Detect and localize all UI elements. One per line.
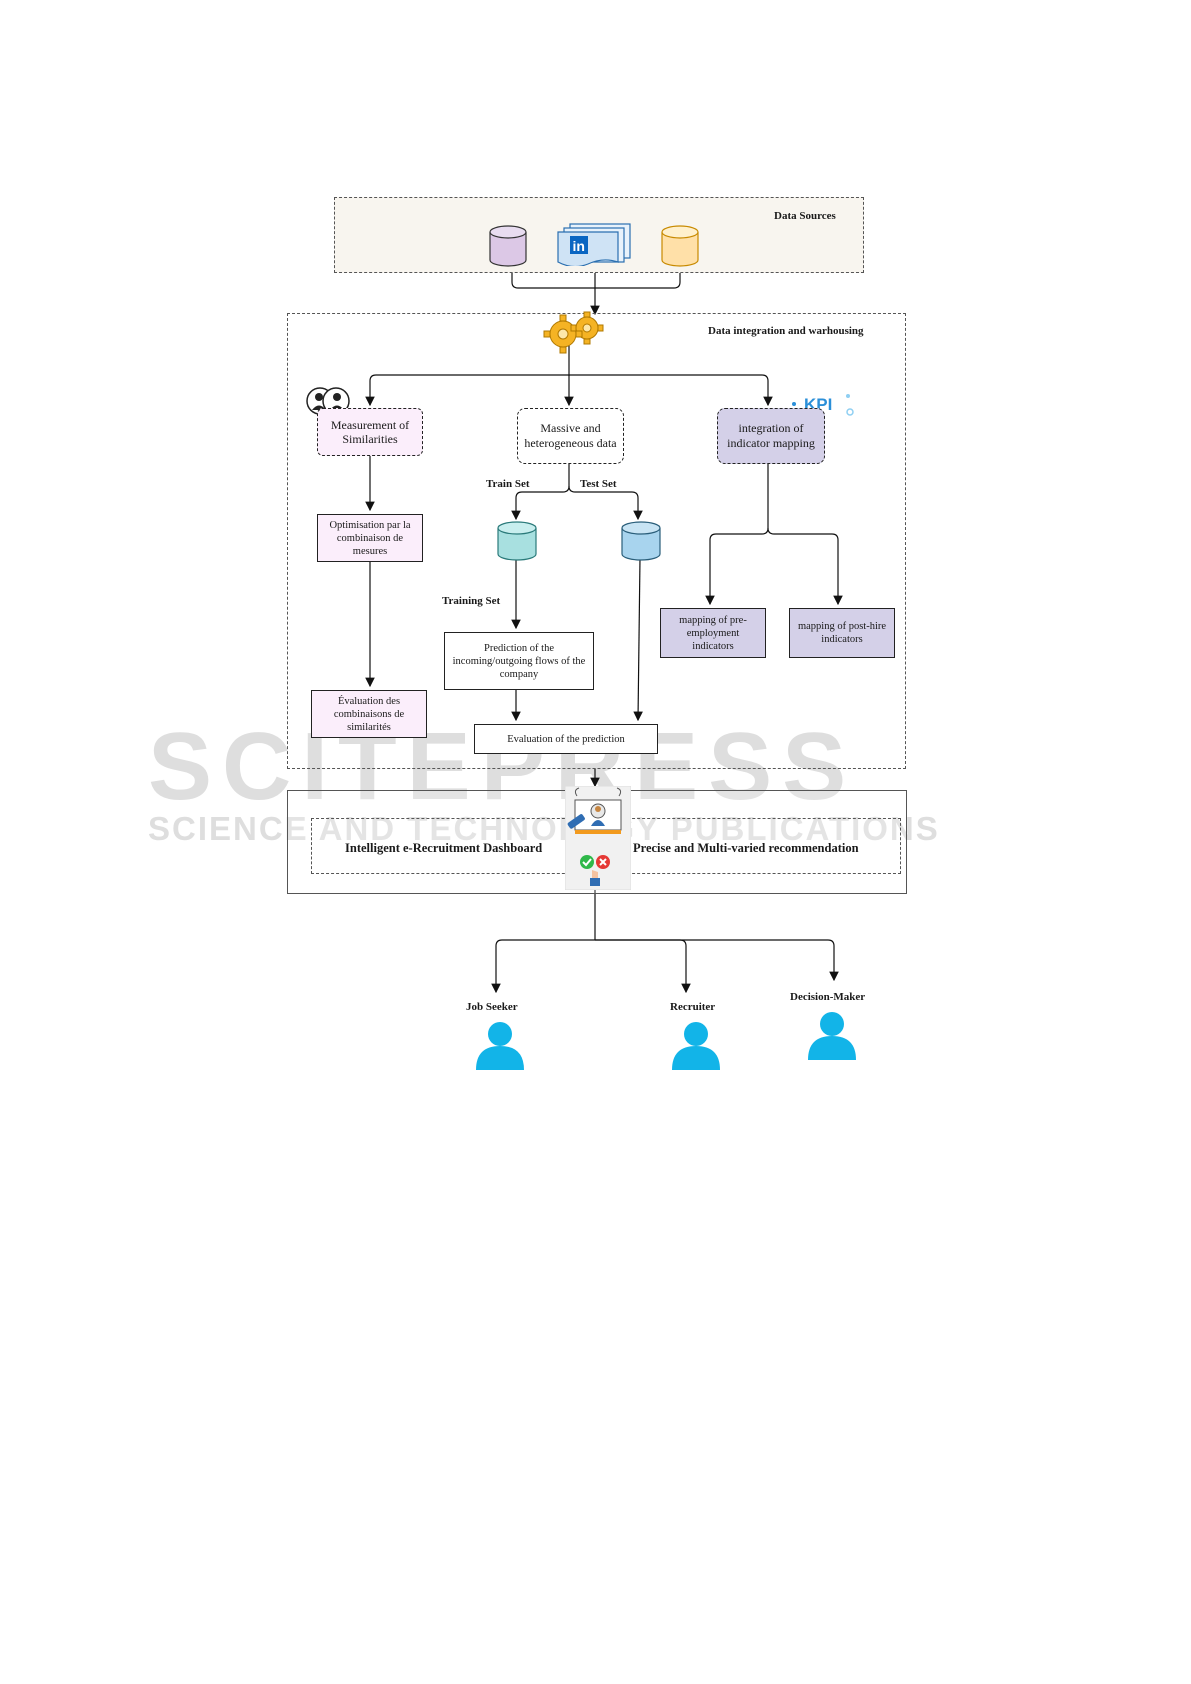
data-integration-panel: [287, 313, 906, 769]
data-sources-title: Data Sources: [774, 210, 836, 222]
prediction-box: Prediction of the incoming/outgoing flow…: [444, 632, 594, 690]
user-icon: [808, 1012, 856, 1060]
integration-indicator-mapping-box: integration of indicator mapping: [717, 408, 825, 464]
watermark-sub: SCIENCE AND TECHNOLOGY PUBLICATIONS: [148, 810, 940, 847]
optimisation-box: Optimisation par la combinaison de mesur…: [317, 514, 423, 562]
train-database-icon: [497, 521, 537, 561]
train-set-label: Train Set: [486, 478, 530, 490]
svg-text:in: in: [573, 238, 585, 254]
dashboard-right-label: Precise and Multi-varied recommendation: [633, 841, 859, 855]
training-set-label: Training Set: [442, 595, 501, 607]
people-compare-icon: [306, 387, 350, 415]
database-icon: [661, 225, 699, 267]
gears-icon: [543, 311, 604, 354]
test-database-icon: [621, 521, 661, 561]
user-label-recruiter: Recruiter: [670, 1001, 716, 1013]
test-set-label: Test Set: [580, 478, 617, 490]
evaluation-prediction-box: Evaluation of the prediction: [474, 724, 658, 754]
user-icon: [476, 1022, 524, 1070]
database-icon: [489, 225, 527, 267]
user-label-job-seeker: Job Seeker: [466, 1001, 518, 1013]
pre-employment-indicators-box: mapping of pre-employment indicators: [660, 608, 766, 658]
dashboard-left-label: Intelligent e-Recruitment Dashboard: [345, 841, 543, 855]
user-label-decision-maker: Decision-Maker: [790, 991, 866, 1003]
post-hire-indicators-box: mapping of post-hire indicators: [789, 608, 895, 658]
measurement-of-similarities-box: Measurement of Similarities: [317, 408, 423, 456]
massive-heterogeneous-data-box: Massive and heterogeneous data: [517, 408, 624, 464]
linkedin-icon: in: [557, 223, 631, 266]
recruiter-screen-icon: [565, 786, 631, 890]
user-icon: [672, 1022, 720, 1070]
evaluation-similarities-box: Évaluation des combinaisons de similarit…: [311, 690, 427, 738]
data-integration-title: Data integration and warhousing: [708, 325, 864, 337]
